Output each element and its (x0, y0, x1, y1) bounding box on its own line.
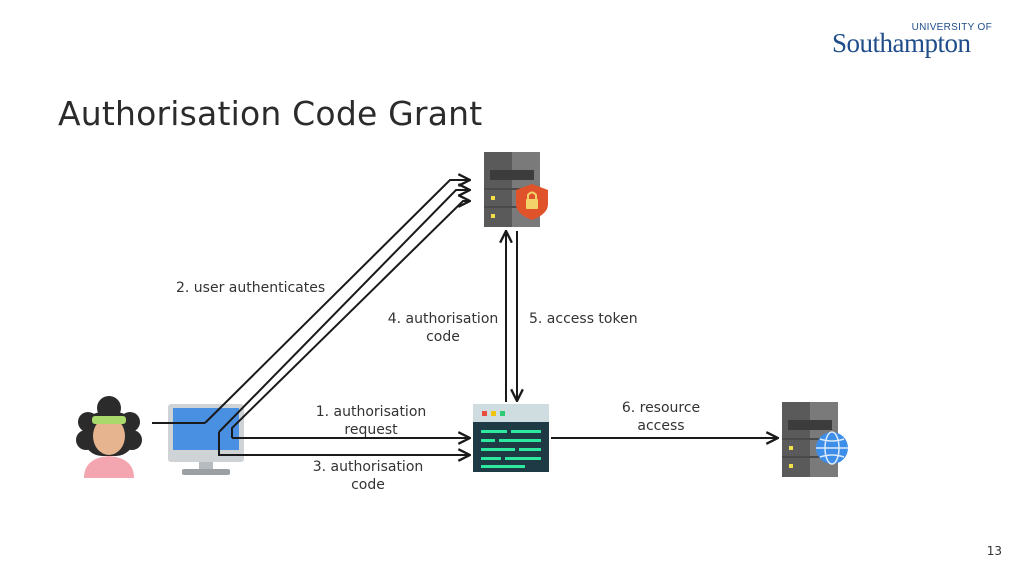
page-number: 13 (986, 544, 1002, 558)
arrow-user-authenticates-2 (218, 190, 470, 433)
label-authorisation-code-up-line1: 4. authorisation (387, 311, 499, 327)
client-app-icon (473, 404, 549, 472)
arrow-user-authenticates-1 (204, 180, 470, 424)
logo-line2: Southampton (832, 28, 971, 58)
user-avatar-icon (76, 396, 142, 478)
arrow-user-authenticates-3 (231, 201, 470, 438)
label-authorisation-request-line1: 1. authorisation (315, 404, 427, 420)
label-resource-access: 6. resource access (601, 399, 721, 435)
computer-monitor-icon (168, 404, 244, 475)
lock-shield-icon (516, 184, 548, 220)
label-authorisation-request-line2: request (344, 422, 398, 438)
label-authorisation-code-back-line2: code (351, 477, 385, 493)
label-authorisation-code-up: 4. authorisation code (383, 310, 503, 346)
label-resource-access-line1: 6. resource (621, 400, 701, 416)
label-authorisation-code-back: 3. authorisation code (303, 458, 433, 494)
label-user-authenticates: 2. user authenticates (176, 280, 326, 296)
label-authorisation-request: 1. authorisation request (306, 403, 436, 439)
university-logo: UNIVERSITY OF Southampton (832, 22, 992, 62)
logo-line1: UNIVERSITY OF (911, 22, 992, 33)
label-resource-access-line2: access (637, 418, 685, 434)
globe-icon (816, 431, 848, 465)
label-authorisation-code-back-line1: 3. authorisation (312, 459, 424, 475)
label-authorisation-code-up-line2: code (426, 329, 460, 345)
label-access-token: 5. access token (529, 311, 638, 327)
arrow-authorisation-code-back (218, 432, 470, 455)
slide-title: Authorisation Code Grant (58, 94, 483, 133)
